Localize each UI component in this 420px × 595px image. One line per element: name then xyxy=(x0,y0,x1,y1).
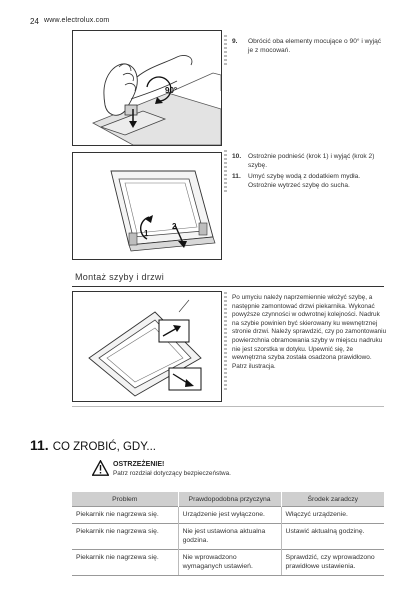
section-divider xyxy=(72,406,384,407)
column-header-remedy: Środek zaradczy xyxy=(280,492,384,507)
step-10: 10. Ostrożnie podnieść (krok 1) i wyjąć … xyxy=(232,152,384,170)
install-instructions: Po umyciu należy naprzemiennie włożyć sz… xyxy=(232,294,387,370)
step-text: Umyć szybę wodą z dodatkiem mydła. Ostro… xyxy=(248,173,361,189)
cell-cause: Nie wprowadzono wymaganych ustawień. xyxy=(177,549,282,576)
site-url: www.electrolux.com xyxy=(44,17,110,24)
section-title: Montaż szyby i drzwi xyxy=(75,272,165,282)
step-marker xyxy=(224,292,227,390)
cell-problem: Piekarnik nie nagrzewa się. xyxy=(72,506,179,524)
step-number: 10. xyxy=(232,153,242,160)
cell-cause: Urządzenie jest wyłączone. xyxy=(177,506,282,524)
warning-title: OSTRZEŻENIE! xyxy=(113,461,165,468)
table-row: Piekarnik nie nagrzewa się. Nie wprowadz… xyxy=(72,549,384,576)
clamp-illustration: 90° xyxy=(92,54,221,145)
figure-glass-install xyxy=(72,291,222,402)
page-number: 24 xyxy=(30,17,39,26)
angle-label: 90° xyxy=(165,86,177,95)
step-2-label: 2 xyxy=(172,222,177,231)
step-text: Ostrożnie podnieść (krok 1) i wyjąć (kro… xyxy=(248,153,375,169)
cell-problem: Piekarnik nie nagrzewa się. xyxy=(72,549,179,576)
cell-remedy: Ustawić aktualną godzinę. xyxy=(280,523,384,550)
table-row: Piekarnik nie nagrzewa się. Urządzenie j… xyxy=(72,506,384,524)
table-row: Piekarnik nie nagrzewa się. Nie jest ust… xyxy=(72,523,384,550)
step-11: 11. Umyć szybę wodą z dodatkiem mydła. O… xyxy=(232,172,384,190)
cell-remedy: Sprawdzić, czy wprowadzono prawidłowe us… xyxy=(280,549,384,576)
table-header-row: Problem Prawdopodobna przyczyna Środek z… xyxy=(72,492,384,507)
install-illustration xyxy=(88,299,202,397)
step-number: 11. xyxy=(232,173,241,180)
column-header-problem: Problem xyxy=(72,492,179,507)
warning-triangle-icon xyxy=(91,459,110,476)
section-divider xyxy=(72,286,384,287)
step-text: Obrócić oba elementy mocujące o 90° i wy… xyxy=(248,38,382,54)
step-marker xyxy=(224,150,227,192)
warning-text: Patrz rozdział dotyczący bezpieczeństwa. xyxy=(113,470,231,477)
figure-glass-removal: 1 2 xyxy=(72,152,222,260)
step-marker xyxy=(224,35,227,65)
figure-clamp-rotation: 90° xyxy=(72,30,222,146)
glass-illustration: 1 2 xyxy=(110,170,216,252)
step-1-label: 1 xyxy=(144,229,149,238)
cell-problem: Piekarnik nie nagrzewa się. xyxy=(72,523,179,550)
chapter-title: CO ZROBIĆ, GDY... xyxy=(52,441,157,453)
troubleshooting-table: Problem Prawdopodobna przyczyna Środek z… xyxy=(72,492,384,576)
cell-cause: Nie jest ustawiona aktualna godzina. xyxy=(177,523,282,550)
cell-remedy: Włączyć urządzenie. xyxy=(280,506,384,524)
step-number: 9. xyxy=(232,38,238,45)
step-9: 9. Obrócić oba elementy mocujące o 90° i… xyxy=(232,37,382,55)
chapter-number: 11. xyxy=(30,437,49,453)
chapter-heading: 11.CO ZROBIĆ, GDY... xyxy=(30,437,156,453)
column-header-cause: Prawdopodobna przyczyna xyxy=(177,492,282,507)
